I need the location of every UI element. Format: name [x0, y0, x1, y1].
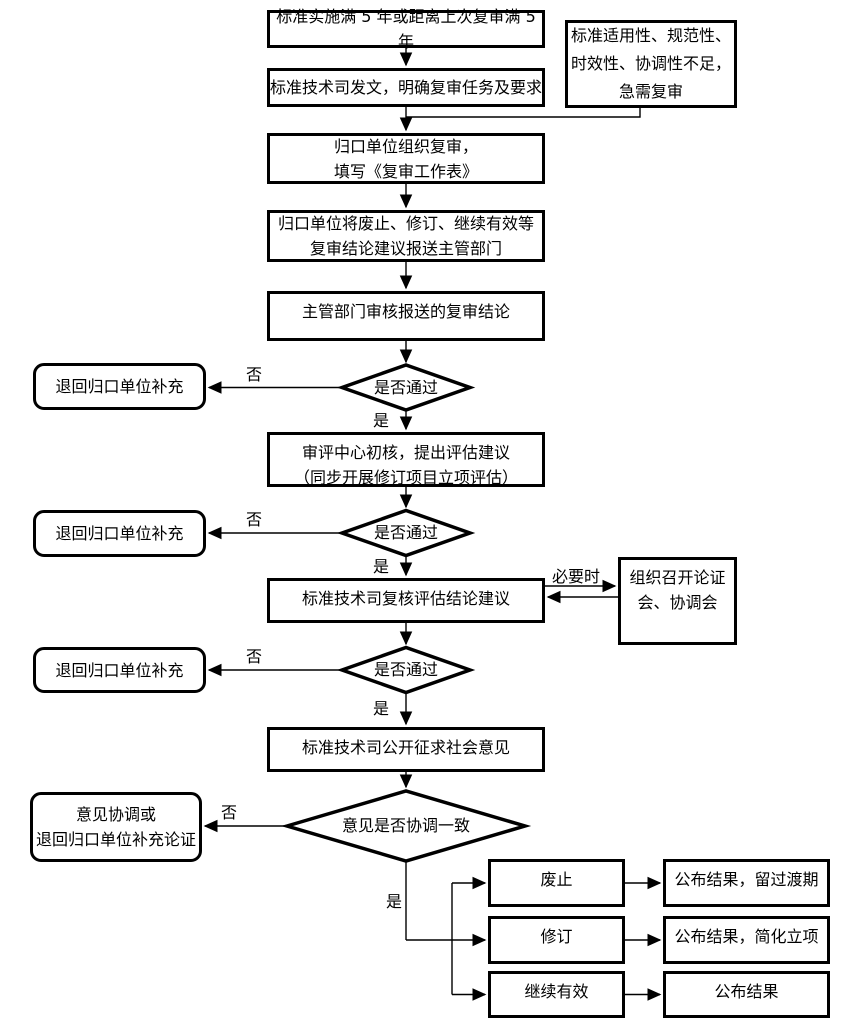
node-organize-review: 归口单位组织复审， 填写《复审工作表》 [267, 133, 545, 184]
label-yes-3: 是 [373, 699, 390, 718]
node-center-check-line1: 审评中心初核，提出评估建议 [301, 443, 510, 462]
node-dept-review: 主管部门审核报送的复审结论 [267, 291, 545, 341]
node-result-revise: 公布结果，简化立项 [663, 916, 830, 964]
decision-pass-2-shape [336, 508, 476, 558]
node-coordinate-or-return-line2: 退回归口单位补充论证 [35, 830, 196, 849]
decision-pass-1-shape [336, 363, 476, 412]
node-start-label: 标准实施满 5 年或距离上次复审满 5 年 [276, 7, 536, 51]
label-when-necessary: 必要时 [552, 567, 601, 586]
node-meeting: 组织召开论证 会、协调会 [618, 557, 737, 645]
node-issue-task-label: 标准技术司发文，明确复审任务及要求 [270, 78, 543, 97]
node-abolish: 废止 [488, 859, 625, 907]
node-meeting-line1: 组织召开论证 [629, 568, 726, 587]
node-revise: 修订 [488, 916, 625, 964]
decision-pass-3-label: 是否通过 [373, 660, 438, 679]
node-dept-review-label: 主管部门审核报送的复审结论 [301, 302, 510, 321]
node-submit-conclusion-line2: 复审结论建议报送主管部门 [309, 239, 502, 258]
node-result-abolish: 公布结果，留过渡期 [663, 859, 830, 907]
node-meeting-line2: 会、协调会 [637, 593, 718, 612]
node-organize-review-line2: 填写《复审工作表》 [333, 161, 478, 181]
node-return-supplement-2: 退回归口单位补充 [33, 510, 206, 557]
node-result-continue-label: 公布结果 [714, 982, 779, 1001]
node-tech-verify-label: 标准技术司复核评估结论建议 [301, 589, 510, 608]
node-result-continue: 公布结果 [663, 971, 830, 1018]
node-return-supplement-3-label: 退回归口单位补充 [55, 660, 184, 680]
node-result-abolish-label: 公布结果，留过渡期 [674, 870, 819, 889]
node-submit-conclusion-line1: 归口单位将废止、修订、继续有效等 [277, 214, 534, 233]
node-start: 标准实施满 5 年或距离上次复审满 5 年 [267, 7, 545, 51]
node-continue-valid-label: 继续有效 [524, 982, 589, 1001]
label-yes-1: 是 [373, 411, 390, 430]
decision-pass-1-label: 是否通过 [373, 378, 438, 397]
decision-pass-3-shape [336, 645, 476, 695]
decision-consensus-label: 意见是否协调一致 [341, 816, 470, 835]
node-urgent-trigger-line2: 时效性、协调性不足， [570, 54, 731, 73]
node-public-comment-label: 标准技术司公开征求社会意见 [301, 738, 510, 757]
node-result-revise-label: 公布结果，简化立项 [674, 927, 819, 946]
node-return-supplement-1-label: 退回归口单位补充 [55, 377, 184, 396]
node-urgent-trigger-line1: 标准适用性、规范性、 [570, 26, 731, 45]
node-center-check-line2: （同步开展修订项目立项评估） [293, 468, 518, 487]
node-abolish-label: 废止 [540, 870, 573, 889]
node-return-supplement-3: 退回归口单位补充 [33, 647, 206, 693]
node-public-comment: 标准技术司公开征求社会意见 [267, 727, 545, 772]
node-continue-valid: 继续有效 [488, 971, 625, 1018]
node-urgent-trigger-line3: 急需复审 [618, 82, 683, 101]
node-issue-task: 标准技术司发文，明确复审任务及要求 [267, 68, 545, 107]
label-no-4: 否 [221, 803, 238, 822]
label-no-1: 否 [246, 365, 263, 384]
label-no-3: 否 [246, 647, 263, 666]
decision-pass-2-label: 是否通过 [373, 523, 438, 542]
node-center-check: 审评中心初核，提出评估建议 （同步开展修订项目立项评估） [267, 432, 545, 487]
node-revise-label: 修订 [540, 927, 573, 946]
label-yes-2: 是 [373, 557, 390, 576]
node-coordinate-or-return-line1: 意见协调或 [75, 805, 156, 824]
node-coordinate-or-return: 意见协调或 退回归口单位补充论证 [30, 792, 202, 862]
node-tech-verify: 标准技术司复核评估结论建议 [267, 578, 545, 623]
decision-consensus-shape [280, 789, 532, 863]
node-submit-conclusion: 归口单位将废止、修订、继续有效等 复审结论建议报送主管部门 [267, 210, 545, 262]
label-yes-4: 是 [386, 892, 403, 911]
node-urgent-trigger: 标准适用性、规范性、 时效性、协调性不足， 急需复审 [565, 20, 737, 108]
label-no-2: 否 [246, 510, 263, 529]
node-return-supplement-1: 退回归口单位补充 [33, 363, 206, 410]
node-organize-review-line1: 归口单位组织复审， [333, 136, 478, 156]
node-return-supplement-2-label: 退回归口单位补充 [55, 524, 184, 543]
